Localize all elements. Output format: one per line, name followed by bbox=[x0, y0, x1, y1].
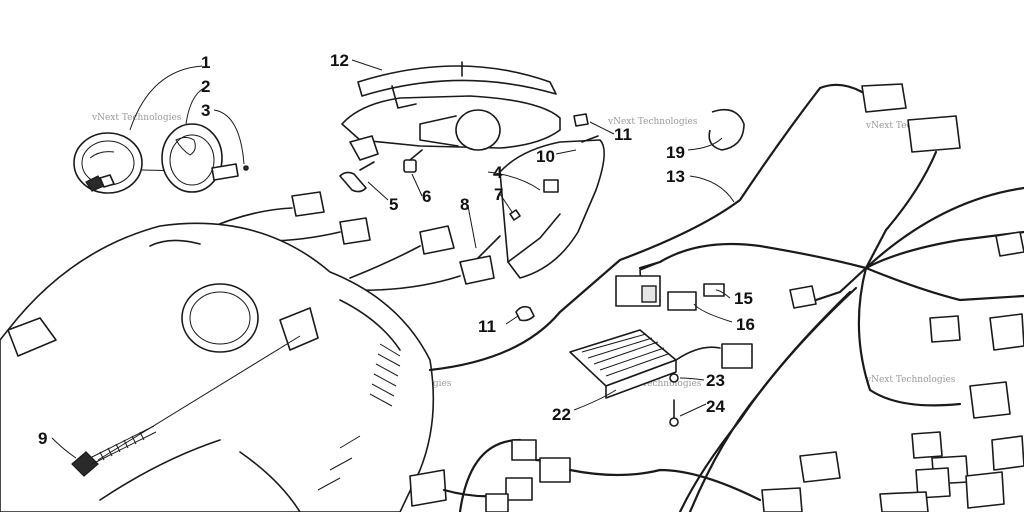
connector bbox=[339, 217, 371, 245]
gauge-assembly bbox=[73, 123, 249, 194]
headlight-housing bbox=[339, 61, 605, 322]
callout-7: 7 bbox=[494, 185, 503, 204]
connector bbox=[799, 451, 841, 483]
connector bbox=[459, 255, 495, 285]
connector bbox=[989, 313, 1024, 351]
lower-harness bbox=[409, 438, 762, 512]
visor-12 bbox=[357, 65, 557, 97]
callout-12: 12 bbox=[330, 51, 349, 70]
callout-10: 10 bbox=[536, 147, 555, 166]
fuse-15 bbox=[703, 283, 725, 297]
watermark: vNext Technologies bbox=[607, 117, 698, 127]
watermark: vNext Technologies bbox=[611, 379, 702, 389]
connector bbox=[505, 477, 533, 501]
callout-23: 23 bbox=[706, 371, 725, 390]
connector bbox=[911, 431, 943, 459]
connector bbox=[761, 487, 803, 512]
callout-8: 8 bbox=[460, 195, 469, 214]
nut-7 bbox=[509, 209, 521, 221]
relay-16 bbox=[667, 291, 697, 311]
callout-9: 9 bbox=[38, 429, 47, 448]
connector bbox=[291, 191, 325, 217]
callout-1: 1 bbox=[201, 53, 210, 72]
callout-6: 6 bbox=[422, 187, 431, 206]
callouts: 1 2 3 4 5 6 7 8 9 10 11 11 12 13 15 16 1… bbox=[38, 51, 755, 448]
nut-11-upper bbox=[573, 113, 589, 127]
callout-4: 4 bbox=[493, 163, 503, 182]
connector bbox=[907, 115, 961, 153]
callout-11-upper: 11 bbox=[614, 125, 632, 144]
clamp-19 bbox=[708, 108, 745, 151]
main-harness-13 bbox=[428, 83, 1024, 512]
callout-5: 5 bbox=[389, 195, 398, 214]
callout-19: 19 bbox=[666, 143, 685, 162]
bulb-6 bbox=[403, 159, 417, 173]
cowl-4 bbox=[499, 139, 605, 279]
clip-10 bbox=[543, 179, 559, 193]
callout-22: 22 bbox=[552, 405, 571, 424]
callout-13: 13 bbox=[666, 167, 685, 186]
callout-2: 2 bbox=[201, 77, 210, 96]
connector bbox=[861, 83, 907, 113]
connector bbox=[409, 469, 447, 507]
connector bbox=[969, 381, 1011, 419]
relay-cluster bbox=[615, 261, 725, 311]
grommet-5 bbox=[339, 171, 367, 193]
voltage-regulator-22 bbox=[569, 329, 753, 427]
callout-11-lower: 11 bbox=[478, 317, 496, 336]
bezel-2 bbox=[161, 123, 223, 193]
callout-24: 24 bbox=[706, 397, 725, 416]
connector bbox=[721, 343, 753, 369]
hood bbox=[0, 222, 435, 512]
connector bbox=[995, 231, 1024, 257]
nut-11-lower bbox=[515, 305, 535, 322]
connector bbox=[511, 439, 537, 461]
hood-opening bbox=[181, 283, 259, 353]
connector bbox=[789, 285, 817, 309]
watermark: vNext Technologies bbox=[91, 113, 182, 123]
headlight-bulb bbox=[455, 109, 501, 151]
connector bbox=[965, 471, 1005, 509]
connector bbox=[539, 457, 571, 483]
gauge-1 bbox=[73, 132, 143, 194]
leader-lines bbox=[51, 59, 735, 461]
connector bbox=[419, 225, 455, 255]
screw-3 bbox=[243, 165, 249, 171]
callout-3: 3 bbox=[201, 101, 210, 120]
washer-23 bbox=[669, 373, 679, 383]
connector bbox=[485, 493, 509, 512]
watermark: vNext Technologies bbox=[865, 375, 956, 385]
connector bbox=[915, 467, 951, 499]
callout-16: 16 bbox=[736, 315, 755, 334]
connector bbox=[879, 491, 929, 512]
hood-fairing bbox=[0, 222, 435, 512]
connector bbox=[991, 435, 1024, 471]
callout-15: 15 bbox=[734, 289, 753, 308]
connector bbox=[929, 315, 961, 343]
